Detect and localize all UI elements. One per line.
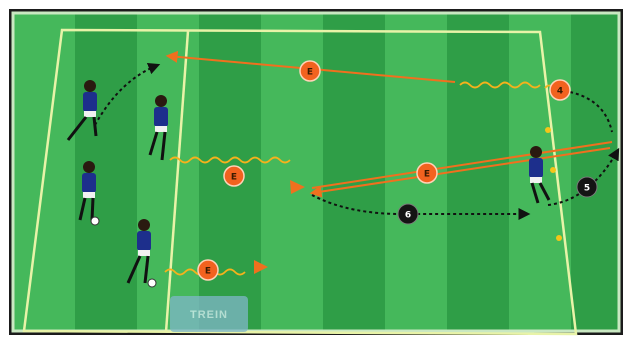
- marker-label: E: [205, 267, 211, 277]
- marker-label: E: [231, 173, 237, 183]
- marker-orange-top-right: 4: [550, 80, 570, 100]
- cone: [545, 127, 551, 133]
- marker-orange-top: E: [300, 61, 320, 81]
- marker-black-mid: 6: [398, 204, 418, 224]
- marker-label: E: [424, 170, 430, 180]
- marker-black-right: 5: [577, 177, 597, 197]
- marker-label: 5: [584, 184, 590, 194]
- ball: [148, 279, 156, 287]
- cone: [550, 167, 556, 173]
- ball: [91, 217, 99, 225]
- marker-label: 6: [405, 211, 411, 221]
- svg-text:TREIN: TREIN: [190, 309, 228, 321]
- pitch: [13, 13, 619, 331]
- marker-orange-mid: E: [417, 163, 437, 183]
- marker-label: 4: [557, 87, 563, 97]
- marker-orange-mid-left: E: [224, 166, 244, 186]
- marker-label: E: [307, 68, 313, 78]
- watermark-logo: TREIN: [170, 296, 248, 332]
- marker-orange-bottom: E: [198, 260, 218, 280]
- cone: [556, 235, 562, 241]
